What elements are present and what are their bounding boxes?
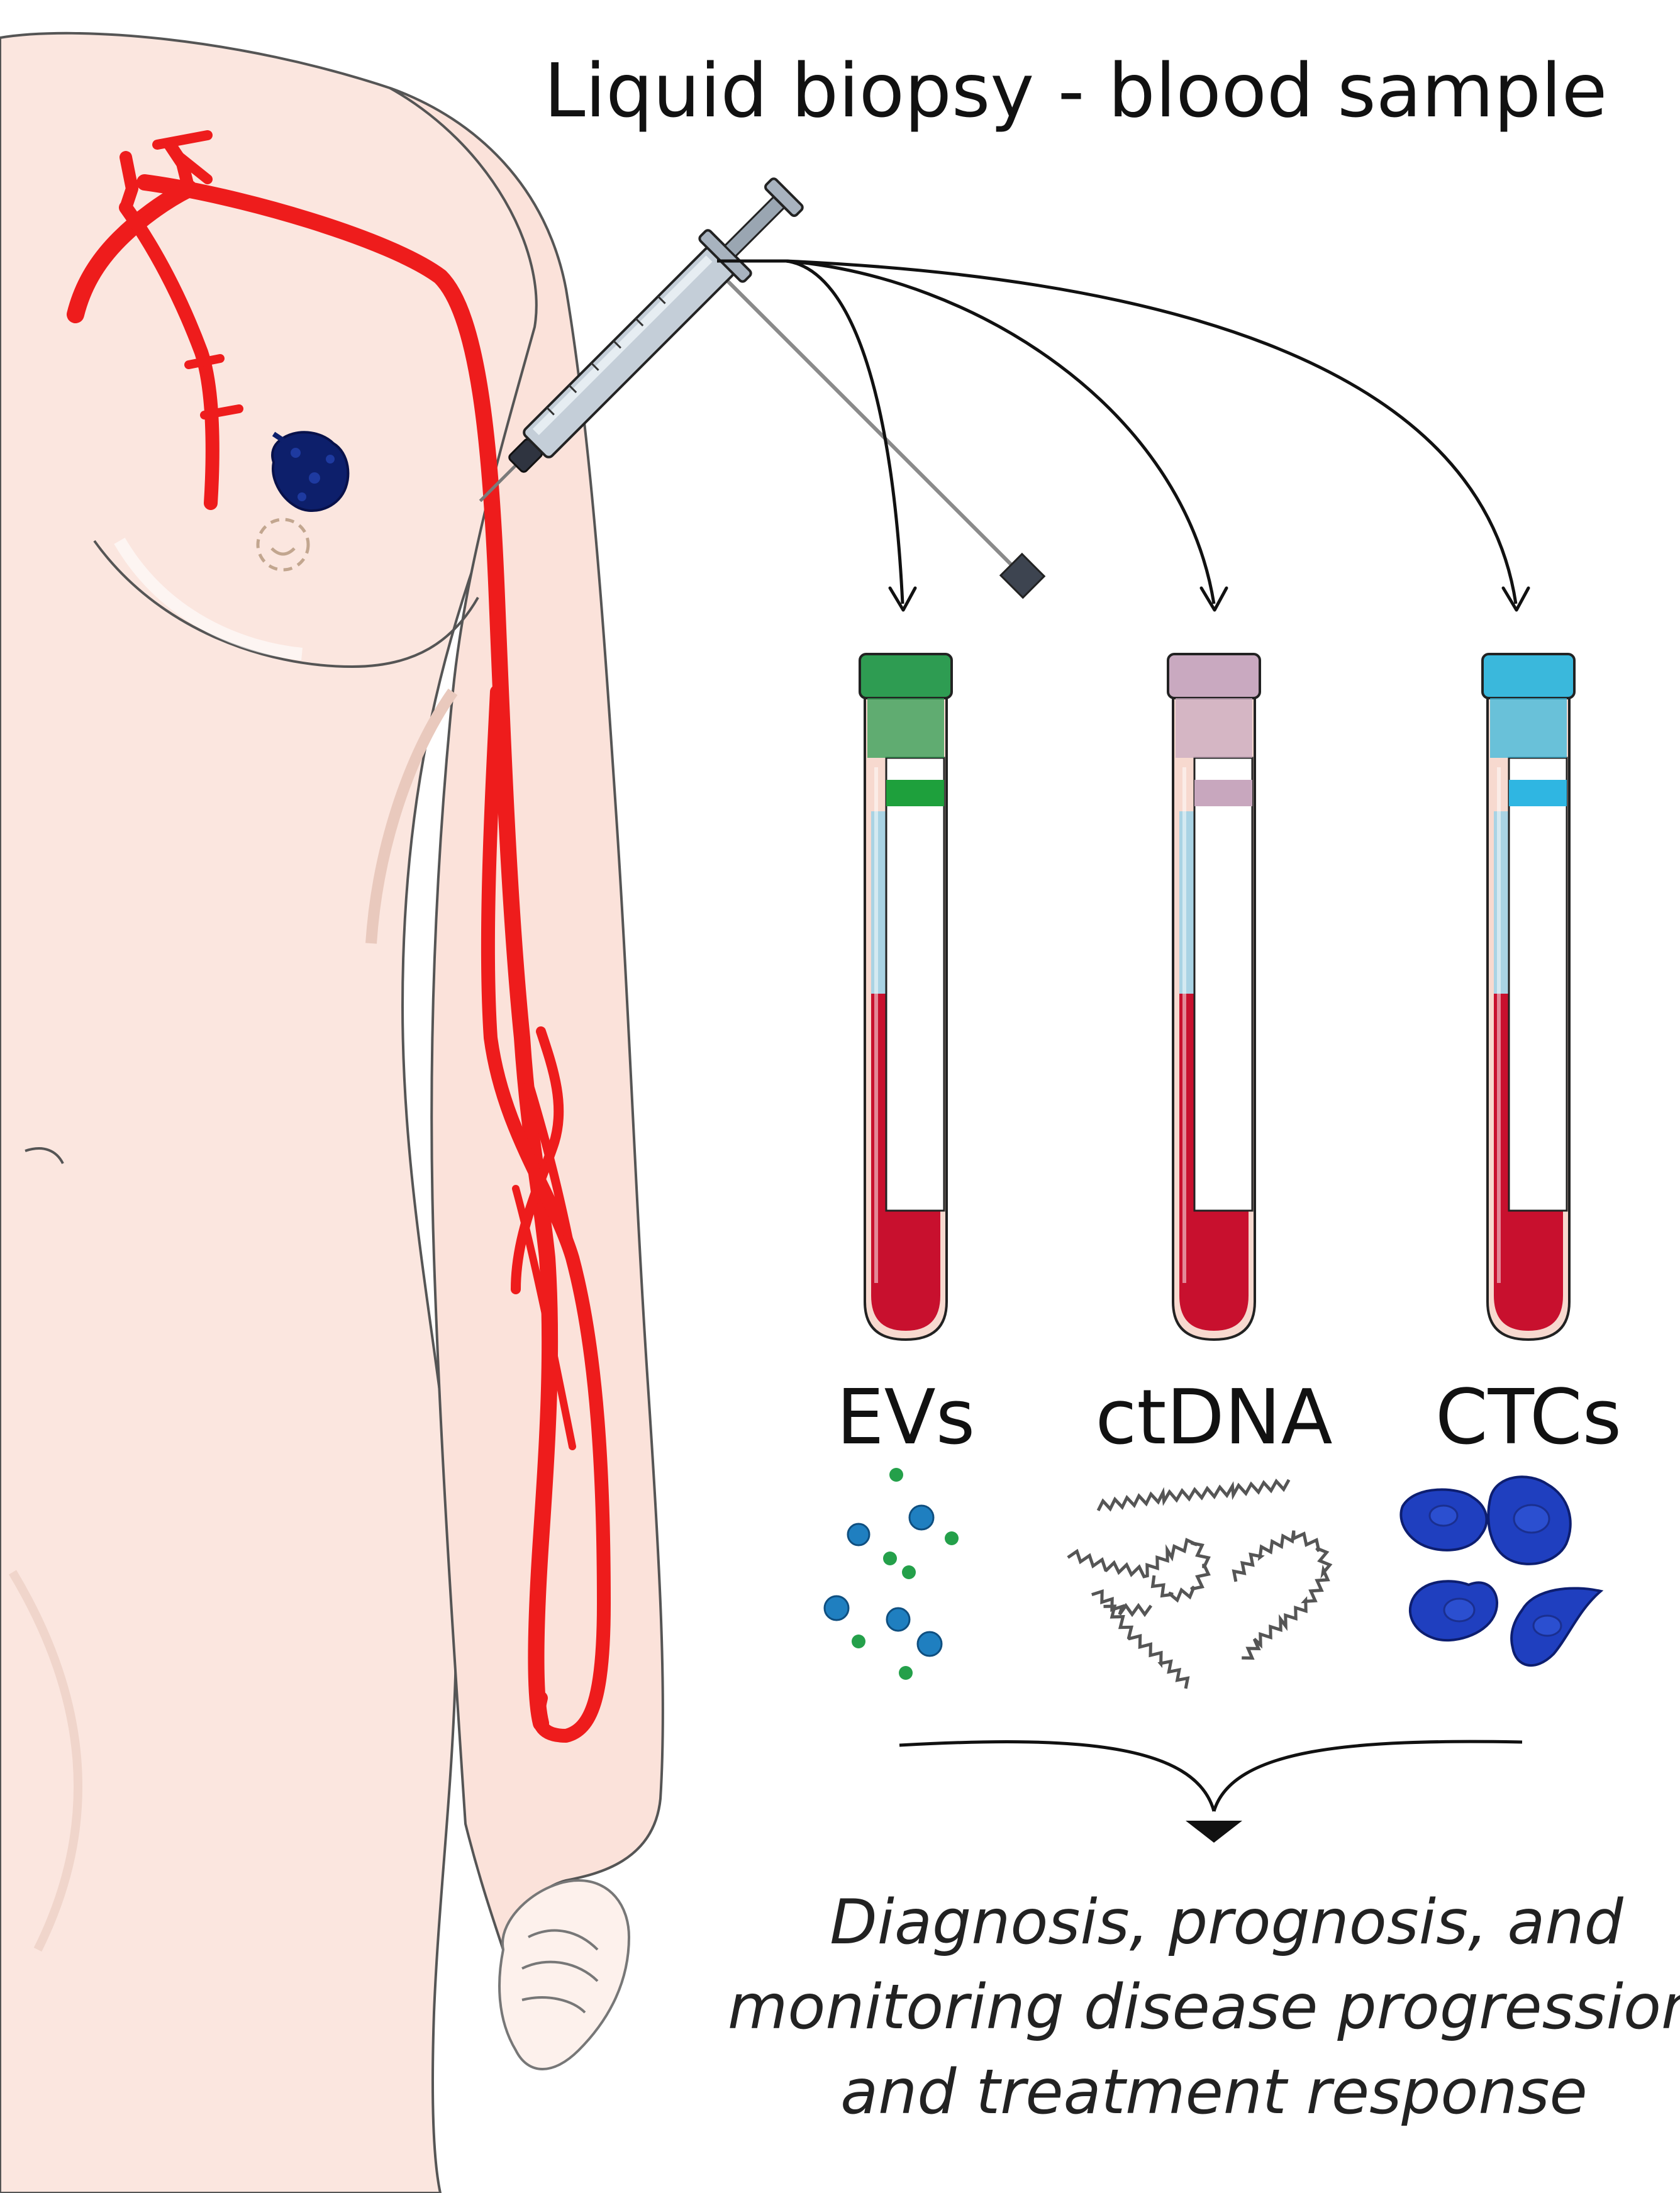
neck-branch-a bbox=[120, 151, 138, 214]
hand-shape bbox=[498, 1879, 631, 2070]
ctdna-strand bbox=[1103, 1604, 1190, 1689]
armpit-crease bbox=[365, 688, 458, 944]
extracellular-vesicles-icon bbox=[823, 1468, 959, 1680]
forearm-branch-c bbox=[512, 1185, 576, 1450]
neck-branch-d bbox=[171, 149, 213, 184]
converging-arrowhead bbox=[1186, 1821, 1242, 1843]
arrowheads bbox=[888, 586, 1530, 612]
arrowhead-ctcs bbox=[1501, 586, 1530, 612]
outer-vein bbox=[481, 685, 611, 1743]
syringe-icon bbox=[706, 259, 1046, 599]
ctdna-strands-icon bbox=[1067, 1479, 1333, 1689]
forearm-branch-b bbox=[524, 1077, 577, 1262]
converging-arrow bbox=[899, 1740, 1523, 1812]
blood-vessel-network bbox=[67, 130, 611, 1743]
neck-branch-c bbox=[152, 130, 213, 150]
tube-label-ctcs: CTCs bbox=[1435, 1374, 1622, 1462]
tube-label-evs: EVs bbox=[837, 1374, 975, 1462]
arrow-to-ctdna bbox=[786, 259, 1216, 604]
syringe-body bbox=[479, 177, 804, 502]
hand-fingers bbox=[521, 1929, 599, 2014]
arrowhead-ctdna bbox=[1199, 586, 1228, 612]
ctdna-strand bbox=[1096, 1479, 1291, 1512]
outcome-line-1: Diagnosis, prognosis, and bbox=[830, 1887, 1623, 1958]
outcome-line-2: monitoring disease progression bbox=[728, 1972, 1680, 2043]
ctdna-strand bbox=[1091, 1589, 1153, 1618]
chest-branch-1 bbox=[119, 201, 220, 510]
ctdna-strand bbox=[1067, 1538, 1211, 1603]
belly-curve bbox=[8, 1570, 82, 1952]
chest-branch-3 bbox=[200, 404, 243, 419]
breast-contour bbox=[93, 540, 479, 669]
tube-ctdna bbox=[1167, 653, 1261, 1341]
circulating-tumor-cells-icon bbox=[1399, 1475, 1604, 1667]
tube-ctcs bbox=[1481, 653, 1576, 1341]
blood-collection-tubes bbox=[859, 653, 1576, 1341]
converging-line-right bbox=[1212, 1740, 1523, 1812]
breast-shading bbox=[114, 537, 303, 660]
ctdna-strand bbox=[1232, 1530, 1333, 1660]
chest-branch-2 bbox=[184, 354, 225, 369]
arrow-to-evs bbox=[786, 259, 904, 604]
main-artery bbox=[136, 174, 559, 1731]
upper-artery bbox=[67, 180, 197, 323]
converging-line-left bbox=[899, 1740, 1216, 1812]
title: Liquid biopsy - blood sample bbox=[544, 47, 1608, 134]
nipple-inner bbox=[270, 547, 296, 556]
waist-crease bbox=[25, 1147, 64, 1164]
tumor-mass bbox=[271, 431, 350, 513]
outcome-line-3: and treatment response bbox=[840, 2057, 1588, 2128]
tube-label-ctdna: ctDNA bbox=[1095, 1374, 1332, 1462]
sample-flow-arrows bbox=[717, 259, 1518, 604]
tube-evs bbox=[859, 653, 953, 1341]
arrow-to-ctcs bbox=[786, 259, 1518, 604]
nipple bbox=[256, 518, 310, 572]
arrowhead-evs bbox=[888, 586, 917, 612]
forearm-branch-a bbox=[511, 1026, 564, 1294]
